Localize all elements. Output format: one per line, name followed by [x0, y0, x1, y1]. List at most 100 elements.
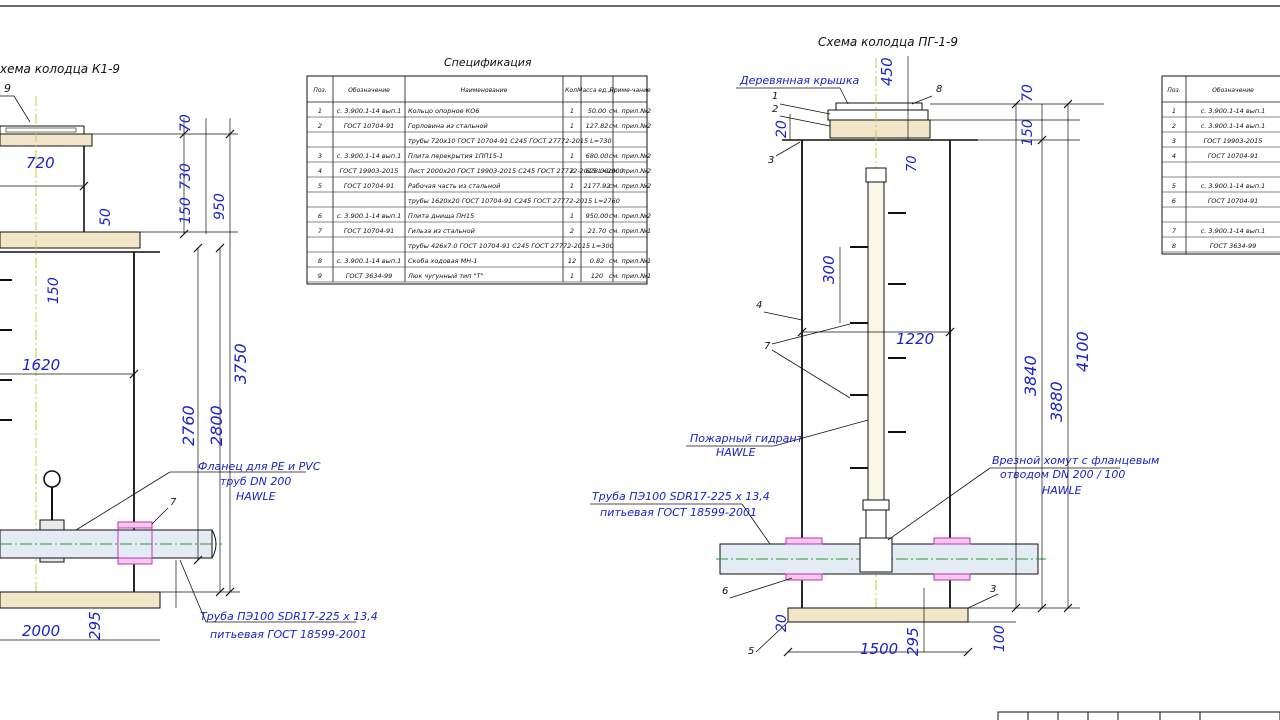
clamp-note-l3: HAWLE	[1042, 484, 1082, 497]
spec-header-cell: Приме-чание	[609, 87, 651, 94]
spec-cell: 1	[570, 212, 574, 220]
right-bottom-slab	[787, 607, 969, 623]
dim-right-100: 100	[992, 625, 1008, 652]
spec-cell: 5	[318, 182, 322, 190]
spec2-cell: 4	[1172, 152, 1176, 160]
spec-cell: 127.82	[586, 122, 609, 130]
spec-cell: 628.00	[586, 167, 609, 175]
spec-cell: 50.00	[588, 107, 607, 115]
dim-left-70: 70	[178, 114, 194, 132]
right-leader-7: 7	[764, 341, 771, 352]
right-pipe-note-l1: Труба ПЭ100 SDR17-225 х 13,4	[592, 490, 770, 503]
dim-720: 720	[26, 154, 55, 172]
spec-cell: 680.00	[586, 152, 609, 160]
spec-cell: 8	[318, 257, 322, 265]
spec-cell: ГОСТ 10704-91	[344, 122, 395, 130]
dim-right-150: 150	[1020, 119, 1036, 146]
dim-right-1220: 1220	[896, 330, 934, 348]
spec-cell: см. прил.№2	[609, 122, 651, 130]
spec-cell: Гильза из стальной	[408, 227, 475, 235]
hydrant-note-l1: Пожарный гидрант	[690, 432, 804, 445]
spec-cell: Плита перекрытия 1ПП15-1	[408, 152, 503, 160]
spec2-cell: 3	[1172, 137, 1176, 145]
spec-cell: 2	[570, 227, 574, 235]
spec-cell: трубы 426х7.0 ГОСТ 10704-91 С245 ГОСТ 27…	[408, 242, 614, 250]
dim-1620: 1620	[22, 356, 60, 374]
right-leader-3: 3	[768, 155, 774, 166]
spec-cell: см. прил.№2	[609, 182, 651, 190]
dim-left-2800: 2800	[207, 405, 226, 446]
left-scheme-title: хема колодца К1-9	[0, 62, 120, 76]
right-well-scheme: Схема колодца ПГ-1-9	[590, 35, 1159, 658]
spec-cell: 2	[318, 122, 322, 130]
spec-header-cell: Масса ед.,кг	[577, 87, 617, 94]
spec-cell: Плита днища ПН15	[408, 212, 474, 220]
spec-cell: 1	[570, 152, 574, 160]
spec-cell: 4	[318, 167, 322, 175]
left-pipe-note-l1: Труба ПЭ100 SDR17-225 х 13,4	[200, 610, 378, 623]
dim-left-730: 730	[178, 163, 194, 190]
spec2-cell: 2	[1172, 122, 1176, 130]
right-leader-4: 4	[756, 300, 762, 311]
dim-right-70: 70	[1020, 84, 1036, 102]
spec2-cell: с. 3.900.1-14 вып.1	[1201, 122, 1266, 130]
spec-cell: см. прил.№1	[609, 257, 651, 265]
spec-cell: Скоба ходовая МН-1	[408, 257, 478, 265]
dim-right-3880: 3880	[1047, 381, 1066, 422]
spec-cell: с. 3.900.1-14 вып.1	[337, 257, 402, 265]
left-flange-note-l1: Фланец для PE и PVC	[198, 460, 321, 473]
spec2-cell: ГОСТ 19903-2015	[1204, 137, 1263, 145]
spec-cell: 3	[318, 152, 322, 160]
spec2-header-cell: Поз.	[1167, 87, 1180, 94]
spec2-cell: 8	[1172, 242, 1176, 250]
spec-cell: с. 3.900.1-14 вып.1	[337, 212, 402, 220]
spec-cell: 950.00	[586, 212, 609, 220]
spec-cell: Кольцо опорное КО6	[408, 107, 480, 115]
dim-right-450: 450	[878, 57, 896, 86]
hatch-cover	[0, 125, 85, 135]
spec-cell: Люк чугунный тип "Т"	[407, 272, 484, 280]
title-block-stub	[997, 711, 1280, 720]
spec-cell: ГОСТ 10704-91	[344, 182, 395, 190]
spec-cell: см. прил.№2	[609, 152, 651, 160]
spec-cell: 1	[570, 272, 574, 280]
right-leader-2: 2	[772, 104, 778, 115]
clamp-note: Врезной хомут с фланцевым отводом DN 200…	[887, 454, 1159, 541]
spec-cell: 1	[570, 122, 574, 130]
spec-cell: ГОСТ 10704-91	[344, 227, 395, 235]
support-ring	[0, 133, 93, 147]
spec2-cell: 5	[1172, 182, 1176, 190]
right-leader-8: 8	[936, 84, 942, 95]
spec2-cell: с. 3.900.1-14 вып.1	[1201, 227, 1266, 235]
spec-cell: см. прил.№1	[609, 272, 651, 280]
spec-cell: 12	[568, 257, 576, 265]
spec-cell: 9	[318, 272, 322, 280]
spec-cell: 0.82	[590, 257, 604, 265]
spec-title: Спецификация	[444, 56, 532, 69]
spec2-cell: ГОСТ 10704-91	[1208, 197, 1259, 205]
spec-cell: Рабочая часть из стальной	[408, 182, 500, 190]
spec2-cell: с. 3.900.1-14 вып.1	[1201, 107, 1266, 115]
right-leader-5: 5	[748, 646, 754, 657]
left-pipe-note: Труба ПЭ100 SDR17-225 х 13,4 питьевая ГО…	[179, 559, 378, 641]
dim-right-3840: 3840	[1021, 355, 1040, 396]
right-leader-1: 1	[772, 91, 778, 102]
dim-right-1500: 1500	[860, 640, 898, 658]
leader-9: 9	[4, 82, 11, 95]
cover-note: Деревянная крышка	[739, 74, 859, 87]
spec-cell: 21.70	[588, 227, 607, 235]
dim-left-150: 150	[178, 197, 194, 224]
dim-right-20b: 20	[774, 614, 790, 632]
dim-left-150b: 150	[46, 277, 62, 304]
spec-cell: см. прил.№1	[609, 227, 651, 235]
spec-cell: 1	[570, 182, 574, 190]
spec-cell: см. прил.№2	[609, 107, 651, 115]
right-scheme-title: Схема колодца ПГ-1-9	[818, 35, 958, 49]
left-flange-note-l3: HAWLE	[236, 490, 276, 503]
spec-cell: 6	[318, 212, 322, 220]
spec2-cell: с. 3.900.1-14 вып.1	[1201, 182, 1266, 190]
dim-right-70b: 70	[905, 155, 920, 172]
dim-right-4100: 4100	[1073, 331, 1092, 372]
spec-cell: 120	[591, 272, 603, 280]
